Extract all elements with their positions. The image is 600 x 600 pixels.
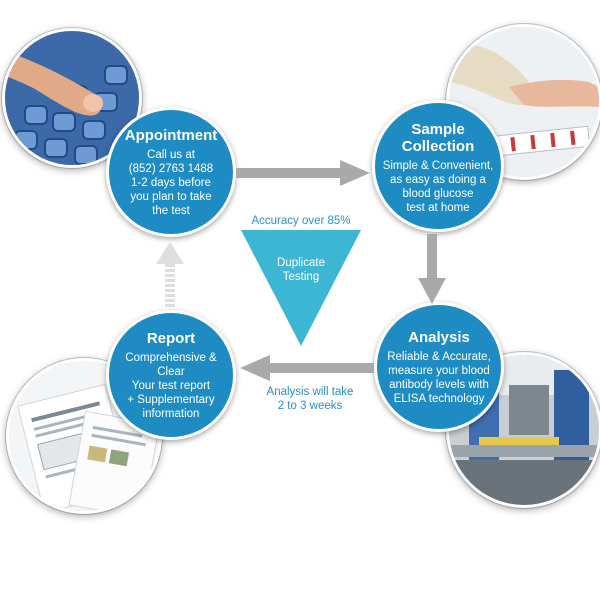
accuracy-caption: Accuracy over 85% xyxy=(251,215,351,227)
step-analysis-description: Reliable & Accurate, measure your blood … xyxy=(387,350,491,405)
step-sample-collection-description: Simple & Convenient, as easy as doing a … xyxy=(382,160,494,214)
arrow-up-faded-icon xyxy=(156,242,184,307)
step-report: Report Comprehensive & Clear Your test r… xyxy=(106,310,236,440)
step-analysis-title: Analysis xyxy=(408,328,470,346)
report-documents-photo xyxy=(6,358,162,514)
step-appointment: Appointment Call us at (852) 2763 1488 1… xyxy=(106,107,236,237)
arrow-down-icon xyxy=(418,234,446,304)
step-analysis: Analysis Reliable & Accurate, measure yo… xyxy=(374,302,504,432)
lab-equipment-photo xyxy=(446,352,600,508)
arrow-left-icon xyxy=(240,355,374,381)
step-appointment-description: Call us at (852) 2763 1488 1-2 days befo… xyxy=(128,148,214,217)
step-report-title: Report xyxy=(146,329,196,347)
step-appointment-title: Appointment xyxy=(124,126,218,144)
step-sample-collection: Sample Collection Simple & Convenient, a… xyxy=(372,100,504,232)
triangle-label: Duplicate Testing xyxy=(277,257,325,283)
duplicate-testing-triangle xyxy=(241,230,361,346)
step-sample-collection-title: Sample Collection xyxy=(401,121,475,155)
analysis-time-caption: Analysis will take 2 to 3 weeks xyxy=(266,386,354,412)
step-report-description: Comprehensive & Clear Your test report +… xyxy=(125,351,217,420)
arrow-right-icon xyxy=(236,160,370,186)
